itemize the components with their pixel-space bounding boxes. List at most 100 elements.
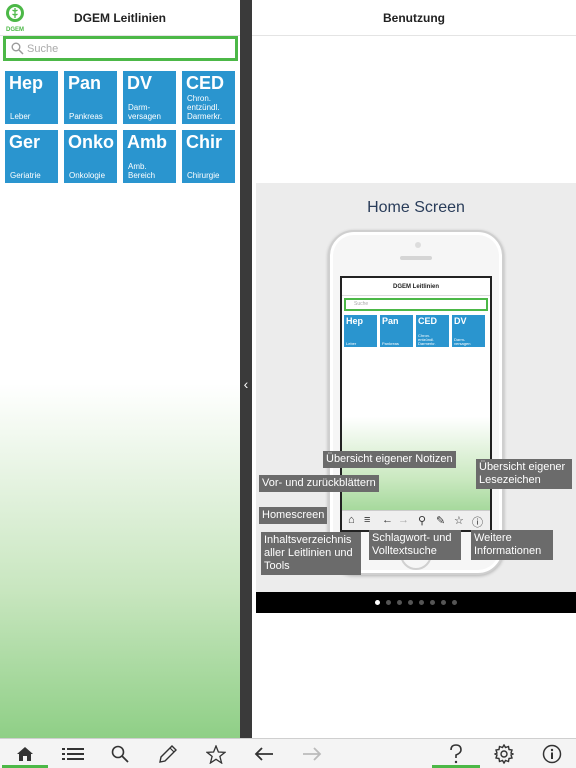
list-icon [62,748,84,760]
tile-abbr: Chir [186,132,222,152]
phone-tile-abbr: DV [454,316,467,326]
tile-label: Geriatrie [10,171,41,180]
callout-search: Schlagwort- und Volltextsuche [369,530,461,560]
right-pane: Benutzung Home Screen DGEM Leitlinien Su… [252,0,576,738]
phone-screen-toolbar: ⌂ ≡ ← → ⚲ ✎ ☆ ⓘ [342,510,490,530]
page-dot[interactable] [452,600,457,605]
left-header: DGEM DGEM Leitlinien [0,0,240,36]
page-dot[interactable] [441,600,446,605]
search-icon [11,42,24,55]
page-dot[interactable] [430,600,435,605]
arrow-right-icon: → [398,514,409,526]
arrow-left-icon [254,747,273,761]
forward-button[interactable] [297,742,327,766]
phone-tile: CED Chron. entzündl. Darmerkr. [416,315,449,347]
tile-label: Leber [10,112,31,121]
phone-tile-label: Darm- versagen [454,337,471,346]
tile-abbr: DV [127,73,153,93]
page-dot[interactable] [375,600,380,605]
back-button[interactable] [249,742,279,766]
tile-label: Pankreas [69,112,103,121]
page-dot[interactable] [386,600,391,605]
home-icon [17,747,33,761]
slide-title: Home Screen [367,199,465,216]
phone-screen-title: DGEM Leitlinien [342,278,490,296]
phone-tile-label: Leber [346,341,357,346]
bottom-toolbar [0,738,576,768]
dgem-logo: DGEM [6,4,24,33]
phone-tile-abbr: Hep [346,316,364,326]
phone-screen-search: Suche [344,298,488,311]
right-title: Benutzung [383,11,445,25]
search-icon [111,745,129,763]
left-title: DGEM Leitlinien [73,11,166,25]
callout-toc: Inhaltsverzeichnis aller Leitlinien und … [261,532,361,575]
right-header: Benutzung [252,0,576,36]
list-icon: ≡ [364,514,371,526]
home-button[interactable] [10,742,40,766]
page-dot[interactable] [397,600,402,605]
help-active-indicator [432,765,480,768]
tile-label: Chron. entzündl. Darmerkr. [187,94,223,121]
tile-dv[interactable]: DV Darm- versagen [123,71,176,124]
pencil-icon: ✎ [436,515,446,527]
help-icon [450,744,462,764]
phone-camera [415,242,421,248]
callout-info: Weitere Informationen [471,530,553,560]
arrow-left-icon: ← [382,514,393,526]
tile-label: Onkologie [69,171,106,180]
star-icon [206,744,226,764]
callout-navigate: Vor- und zurückblättern [259,475,379,492]
page-dot[interactable] [419,600,424,605]
settings-button[interactable] [489,742,519,766]
phone-speaker [400,256,432,260]
tile-abbr: Hep [9,73,44,93]
info-button[interactable] [537,742,567,766]
page-indicator[interactable] [256,592,576,613]
chevron-left-icon[interactable]: ‹ [243,376,249,392]
info-icon: ⓘ [472,517,483,529]
search-icon: ⚲ [418,515,427,527]
home-icon: ⌂ [348,514,355,526]
search-input[interactable] [27,40,227,57]
phone-tile: DV Darm- versagen [452,315,485,347]
callout-home: Homescreen [259,507,328,524]
star-icon: ☆ [454,515,464,527]
search-box[interactable] [3,36,238,61]
search-button[interactable] [105,742,135,766]
phone-tile-abbr: Pan [382,316,399,326]
page-dot[interactable] [408,600,413,605]
tile-label: Darm- versagen [128,103,161,121]
phone-tile-label: Chron. entzündl. Darmerkr. [418,333,436,346]
callout-notes: Übersicht eigener Notizen [323,451,456,468]
split-divider[interactable] [240,0,252,738]
callout-bookmarks: Übersicht eigener Lesezeichen [476,459,572,489]
arrow-right-icon [303,747,322,761]
gear-icon [494,744,514,764]
tile-label: Chirurgie [187,171,220,180]
tile-abbr: Amb [127,132,167,152]
help-button[interactable] [441,742,471,766]
tile-abbr: Pan [68,73,102,93]
tile-abbr: CED [186,73,225,93]
bookmarks-button[interactable] [201,742,231,766]
phone-tile-abbr: CED [418,316,438,326]
toc-button[interactable] [58,742,88,766]
phone-tile-label: Pankreas [382,341,399,346]
notes-button[interactable] [153,742,183,766]
